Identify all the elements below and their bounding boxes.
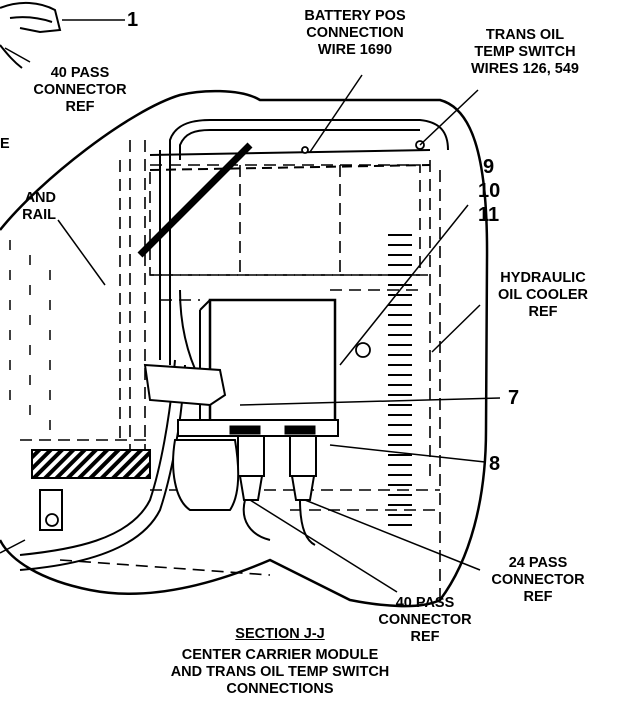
callout-8: 8 [489,453,501,475]
callout-9: 9 [483,156,495,178]
callout-1: 1 [127,9,139,31]
label-line: REF [528,304,558,320]
label-line: REF [65,99,95,115]
center-carrier-module [177,298,339,437]
label-line: 40 PASS [395,595,455,611]
label-line: TRANS OIL [485,27,565,43]
section-caption: SECTION J-J CENTER CARRIER MODULE AND TR… [160,626,400,698]
callout-11: 11 [478,204,500,226]
label-cut-e: E [0,136,10,152]
label-line: TEMP SWITCH [474,44,576,60]
oil-cooler-fins [388,234,412,526]
label-line: CONNECTOR [491,572,585,588]
upper-left-fragment [0,2,62,69]
label-line: OIL COOLER [498,287,588,303]
label-24-pass-connector: 24 PASS CONNECTOR REF [478,555,598,606]
label-line: HYDRAULIC [500,270,586,286]
label-line: BATTERY POS [304,8,406,24]
label-line: CONNECTOR [33,82,127,98]
enclosure-outline [0,89,489,608]
label-line: WIRES 126, 549 [471,61,579,77]
label-line: 24 PASS [508,555,568,571]
label-battery-pos: BATTERY POS CONNECTION WIRE 1690 [280,8,430,59]
label-line: REF [410,629,440,645]
leader-lines [0,19,501,593]
label-40-pass-connector-bottom: 40 PASS CONNECTOR REF [365,595,485,646]
left-hoses [19,150,201,571]
caption-line: CENTER CARRIER MODULE [181,647,379,663]
section-title: SECTION J-J [235,626,325,642]
top-rail [149,119,449,171]
left-side-ticks [9,240,51,430]
label-line: REF [523,589,553,605]
callout-7: 7 [508,387,520,409]
label-line: RAIL [22,207,56,223]
label-line: WIRE 1690 [317,42,393,58]
label-line: 40 PASS [50,65,110,81]
label-line: AND [24,190,56,206]
label-and-rail: AND RAIL [0,190,56,224]
module-bracket [143,363,227,407]
label-40-pass-connector-top: 40 PASS CONNECTOR REF [20,65,140,116]
label-line: CONNECTOR [378,612,472,628]
hatched-block [31,449,151,479]
label-line: CONNECTION [306,25,404,41]
diagonal-strap [137,142,253,258]
label-trans-oil-temp-switch: TRANS OIL TEMP SWITCH WIRES 126, 549 [450,27,600,78]
label-hydraulic-oil-cooler: HYDRAULIC OIL COOLER REF [478,270,608,321]
fasteners [45,140,425,527]
caption-line: AND TRANS OIL TEMP SWITCH [170,664,390,680]
callout-10: 10 [478,180,501,202]
caption-line: CONNECTIONS [226,681,334,697]
